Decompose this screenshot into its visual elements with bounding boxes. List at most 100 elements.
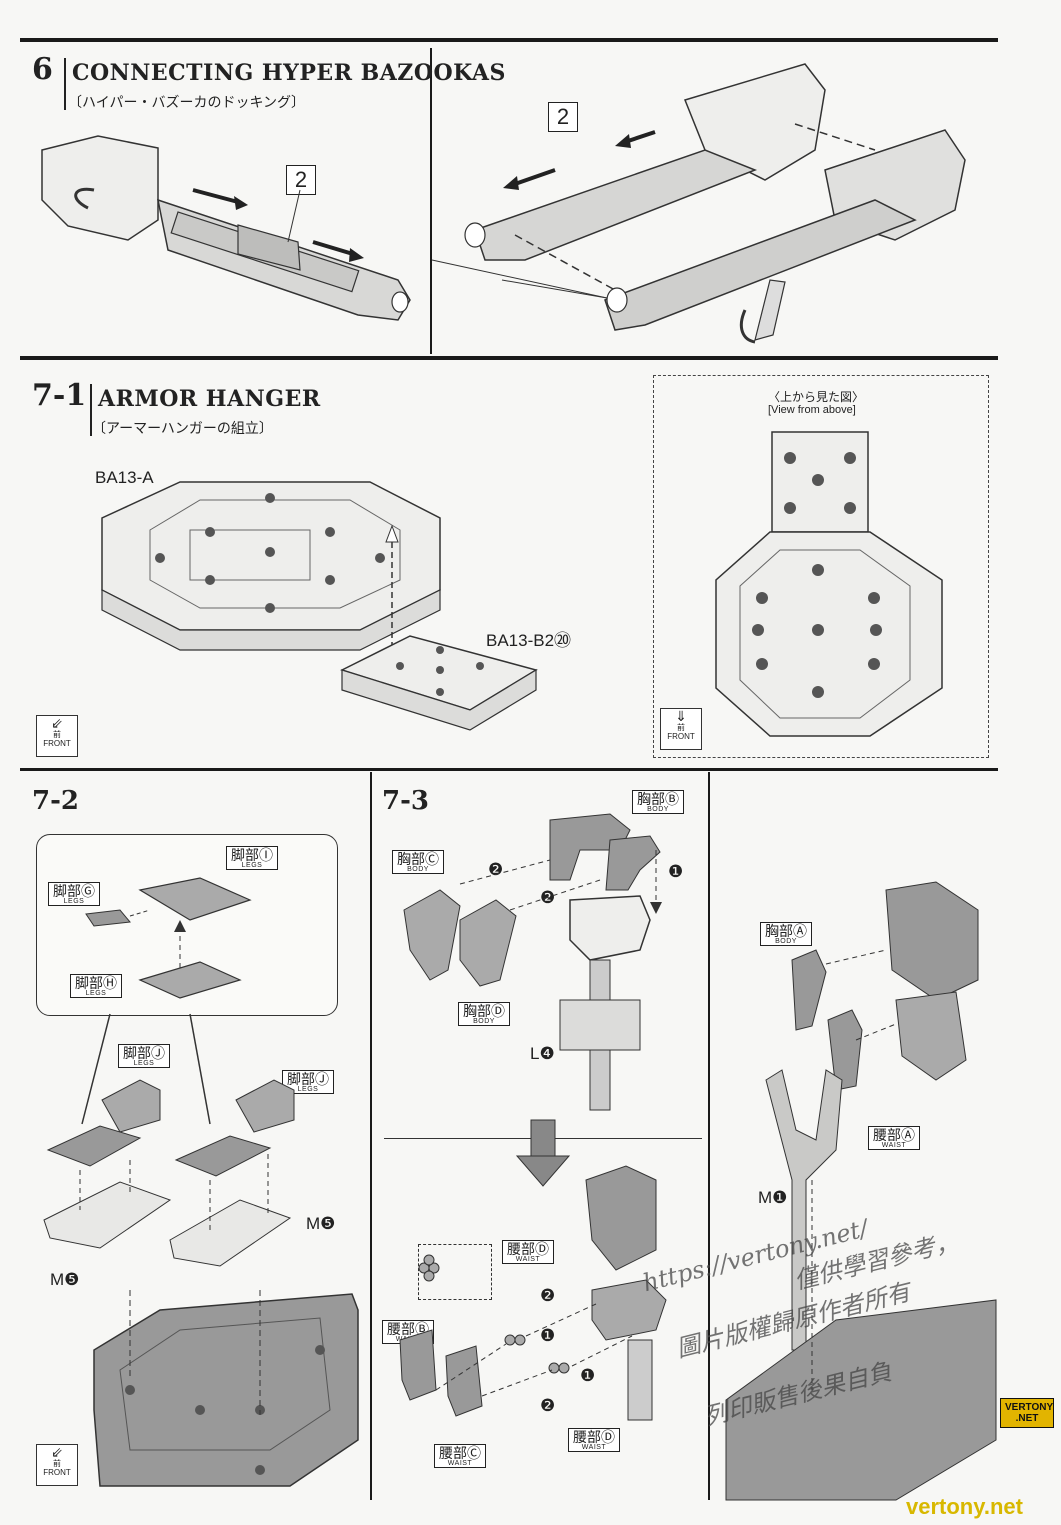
- front-arrow-icon: ⇙: [51, 715, 63, 731]
- part-en: LEGS: [241, 862, 263, 869]
- part-jp: 胸部Ⓓ: [463, 1003, 505, 1019]
- callout-tails: [81, 1013, 211, 1125]
- front-indicator-72: ⇙ 前 FRONT: [36, 1444, 78, 1486]
- step6-number: 6: [32, 52, 53, 87]
- part-en: LEGS: [297, 1086, 319, 1093]
- order-1-lower-1: ❶: [540, 1326, 556, 1345]
- part-jp: 胸部Ⓒ: [397, 851, 439, 867]
- callout-lines: [431, 259, 608, 299]
- section-rule-2: [20, 768, 998, 771]
- step71-subtitle: 〔アーマーハンガーの組立〕: [92, 420, 273, 436]
- part-jp: 胸部Ⓑ: [637, 791, 679, 807]
- front-arrow-icon: ⇙: [51, 1444, 63, 1460]
- part-jp: 腰部Ⓓ: [573, 1429, 615, 1445]
- ba13-b2-piece-illustration: [340, 635, 538, 731]
- step73-number: 7-3: [382, 786, 429, 816]
- top-rule: [20, 38, 998, 42]
- part-number-2-right: 2: [548, 102, 578, 132]
- part-label-ba13-b2: BA13-B2⑳: [486, 631, 572, 650]
- front-jp: 前: [53, 730, 61, 740]
- vertony-badge: VERTONY .NET: [1000, 1398, 1054, 1428]
- bazooka-right-illustration: [464, 63, 966, 344]
- step71-number: 7-1: [32, 378, 87, 413]
- front-arrow-down-icon: ⇓: [675, 708, 687, 724]
- step6-divider: [430, 48, 432, 354]
- part-jp: 腰部Ⓐ: [873, 1127, 915, 1143]
- part-en: BODY: [775, 938, 797, 945]
- step73-divider: [708, 772, 710, 1500]
- view-title-en: [View from above]: [768, 404, 856, 416]
- part-jp: 脚部Ⓙ: [123, 1045, 165, 1061]
- vertony-site-text: vertony.net: [906, 1494, 1023, 1519]
- order-2-lower-1: ❷: [540, 1286, 556, 1305]
- part-jp: 腰部Ⓒ: [439, 1445, 481, 1461]
- runner-l4: L❹: [530, 1044, 555, 1063]
- front-indicator-top-view: ⇓ 前 FRONT: [660, 708, 702, 750]
- peg-detail-box: [418, 1244, 492, 1300]
- hanger-body-waist-illustration: [725, 881, 997, 1501]
- front-en: FRONT: [43, 739, 71, 749]
- waist-assembly-illustration: [399, 1165, 667, 1421]
- order-2-lower-2: ❷: [540, 1396, 556, 1415]
- part-jp: 腰部Ⓓ: [507, 1241, 549, 1257]
- part-number-2-left: 2: [286, 165, 316, 195]
- order-2-upper-1: ❷: [488, 860, 504, 879]
- part-jp: 脚部Ⓖ: [53, 883, 95, 899]
- step71-title: ARMOR HANGER: [98, 386, 321, 412]
- view-from-above-panel: [653, 375, 989, 758]
- part-jp: 腰部Ⓑ: [387, 1321, 429, 1337]
- part-en: WAIST: [447, 1460, 473, 1467]
- step71-title-bar: [90, 384, 92, 436]
- hanger-base-72-illustration: [93, 1290, 359, 1487]
- part-en: WAIST: [581, 1444, 607, 1451]
- runner-m5-right: M❺: [306, 1214, 336, 1233]
- part-en: LEGS: [85, 990, 107, 997]
- front-jp: 前: [53, 1459, 61, 1469]
- order-1-upper: ❶: [668, 862, 684, 881]
- step6-title-bar: [64, 58, 66, 110]
- part-jp: 脚部Ⓗ: [75, 975, 117, 991]
- step6-subtitle: 〔ハイパー・バズーカのドッキング〕: [68, 94, 306, 110]
- part-en: LEGS: [63, 898, 85, 905]
- order-1-lower-2: ❶: [580, 1366, 596, 1385]
- part-en: BODY: [407, 866, 429, 873]
- part-jp: 胸部Ⓐ: [765, 923, 807, 939]
- step72-number: 7-2: [32, 786, 79, 816]
- legs-parts-illustration: [85, 877, 252, 999]
- part-label-ba13-a: BA13-A: [95, 468, 154, 487]
- runner-m1: M❶: [758, 1188, 788, 1207]
- chest-assembly-illustration: [403, 813, 662, 1111]
- part-en: BODY: [647, 806, 669, 813]
- part-jp: 脚部Ⓘ: [231, 847, 273, 863]
- legs-assembly-illustration: [43, 1079, 295, 1267]
- front-en: FRONT: [43, 1468, 71, 1478]
- hanger-top-view-illustration: [715, 431, 943, 737]
- part-en: BODY: [473, 1018, 495, 1025]
- bazooka-left-illustration: [41, 135, 411, 321]
- step6-title: CONNECTING HYPER BAZOOKAS: [72, 60, 506, 86]
- next-stage-arrow-icon: [515, 1119, 571, 1187]
- part-en: WAIST: [515, 1256, 541, 1263]
- section-rule-1: [20, 356, 998, 360]
- armor-hanger-base-illustration: [101, 481, 441, 656]
- runner-m5-left: M❺: [50, 1270, 80, 1289]
- part-jp: 脚部Ⓙ: [287, 1071, 329, 1087]
- step72-divider: [370, 772, 372, 1500]
- front-indicator-71: ⇙ 前 FRONT: [36, 715, 78, 757]
- front-en: FRONT: [667, 732, 695, 742]
- front-jp: 前: [677, 723, 685, 733]
- part-en: LEGS: [133, 1060, 155, 1067]
